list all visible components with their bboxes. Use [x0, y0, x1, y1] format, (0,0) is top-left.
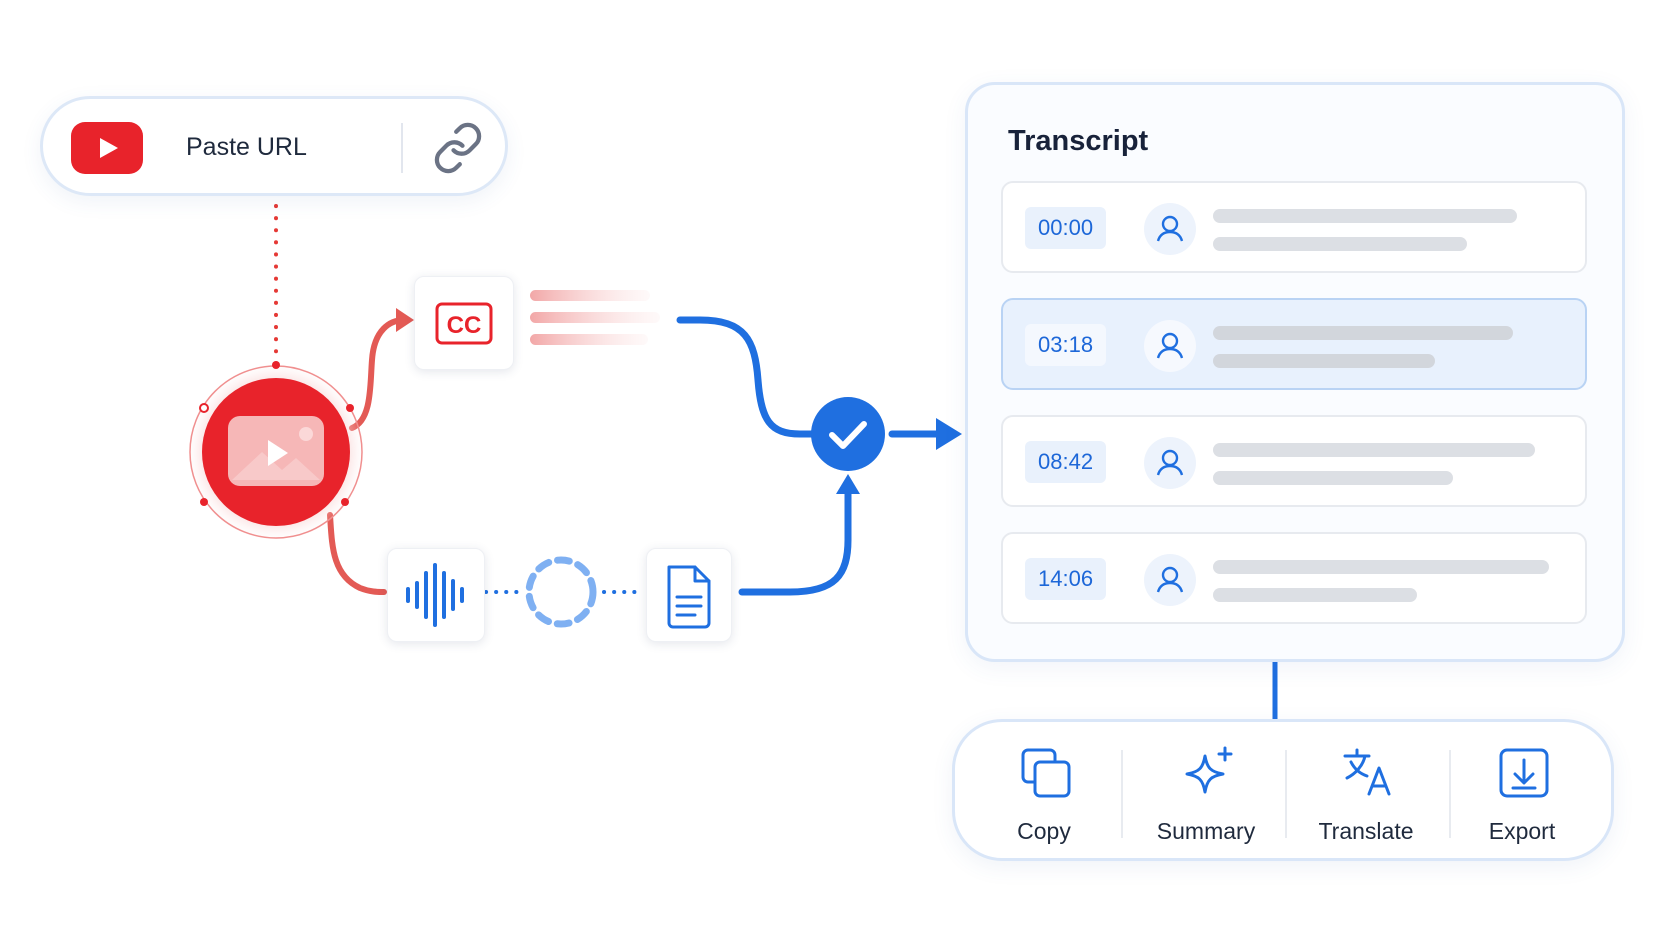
- video-image-icon: [188, 361, 364, 540]
- timestamp-badge: 00:00: [1025, 207, 1107, 249]
- caption-line-3: [530, 334, 648, 345]
- caption-line-1: [530, 290, 650, 301]
- speaker-avatar: [1144, 554, 1196, 606]
- summary-label: Summary: [1156, 818, 1256, 844]
- sparkle-icon: [1185, 746, 1233, 794]
- captions-to-merge-connector: [676, 316, 819, 438]
- loading-spinner-icon: [525, 556, 597, 628]
- transcript-row[interactable]: 14:06: [1001, 532, 1587, 624]
- document-tile: [646, 548, 732, 642]
- user-icon: [1156, 566, 1184, 593]
- export-button[interactable]: Export: [1447, 722, 1597, 858]
- transcript-title: Transcript: [1008, 125, 1149, 157]
- caption-line-2: [530, 312, 660, 323]
- timestamp-badge: 14:06: [1025, 558, 1107, 600]
- copy-button[interactable]: Copy: [969, 722, 1119, 858]
- speaker-avatar: [1144, 320, 1196, 372]
- check-mark: [829, 421, 867, 449]
- text-placeholder-line: [1213, 209, 1517, 223]
- document-to-merge-connector: [738, 490, 852, 596]
- action-divider: [1121, 750, 1123, 838]
- text-placeholder-line: [1213, 237, 1467, 251]
- actions-toolbar: Copy Summary: [952, 719, 1614, 861]
- summary-button[interactable]: Summary: [1131, 722, 1281, 858]
- transcript-row[interactable]: 00:00: [1001, 181, 1587, 273]
- video-to-captions-connector: [349, 317, 407, 431]
- text-placeholder-line: [1213, 588, 1417, 602]
- speaker-avatar: [1144, 203, 1196, 255]
- download-icon: [1499, 748, 1549, 798]
- transcript-row[interactable]: 08:42: [1001, 415, 1587, 507]
- text-placeholder-line: [1213, 326, 1513, 340]
- action-divider: [1449, 750, 1451, 838]
- cc-icon: CC: [435, 302, 493, 345]
- text-placeholder-line: [1213, 560, 1549, 574]
- captions-tile: CC: [414, 276, 514, 370]
- merge-arrowhead-up: [836, 474, 860, 494]
- translate-icon: [1343, 748, 1391, 796]
- captions-arrowhead: [396, 308, 414, 332]
- url-bar-divider: [401, 123, 403, 173]
- paste-url-label: Paste URL: [186, 133, 307, 161]
- youtube-play-icon: [71, 122, 143, 174]
- check-circle-icon: [811, 397, 885, 471]
- export-label: Export: [1488, 818, 1556, 844]
- url-input-bar[interactable]: Paste URL: [40, 96, 508, 196]
- user-icon: [1156, 215, 1184, 242]
- user-icon: [1156, 449, 1184, 476]
- document-icon: [667, 565, 711, 629]
- translate-button[interactable]: Translate: [1291, 722, 1441, 858]
- timestamp-badge: 03:18: [1025, 324, 1107, 366]
- text-placeholder-line: [1213, 471, 1453, 485]
- copy-label: Copy: [1017, 818, 1071, 844]
- video-to-audio-connector: [327, 512, 387, 595]
- action-divider: [1285, 750, 1287, 838]
- transcript-panel: Transcript 00:00 03:18 08:42: [965, 82, 1625, 662]
- transcript-row-active[interactable]: 03:18: [1001, 298, 1587, 390]
- timestamp-badge: 08:42: [1025, 441, 1107, 483]
- copy-icon: [1021, 748, 1071, 798]
- text-placeholder-line: [1213, 443, 1535, 457]
- speaker-avatar: [1144, 437, 1196, 489]
- audio-waveform-icon: [406, 563, 464, 627]
- link-icon[interactable]: [431, 121, 485, 175]
- translate-label: Translate: [1318, 818, 1414, 844]
- user-icon: [1156, 332, 1184, 359]
- svg-text:CC: CC: [447, 312, 482, 339]
- transcript-arrowhead: [936, 418, 962, 450]
- text-placeholder-line: [1213, 354, 1435, 368]
- audio-tile: [387, 548, 485, 642]
